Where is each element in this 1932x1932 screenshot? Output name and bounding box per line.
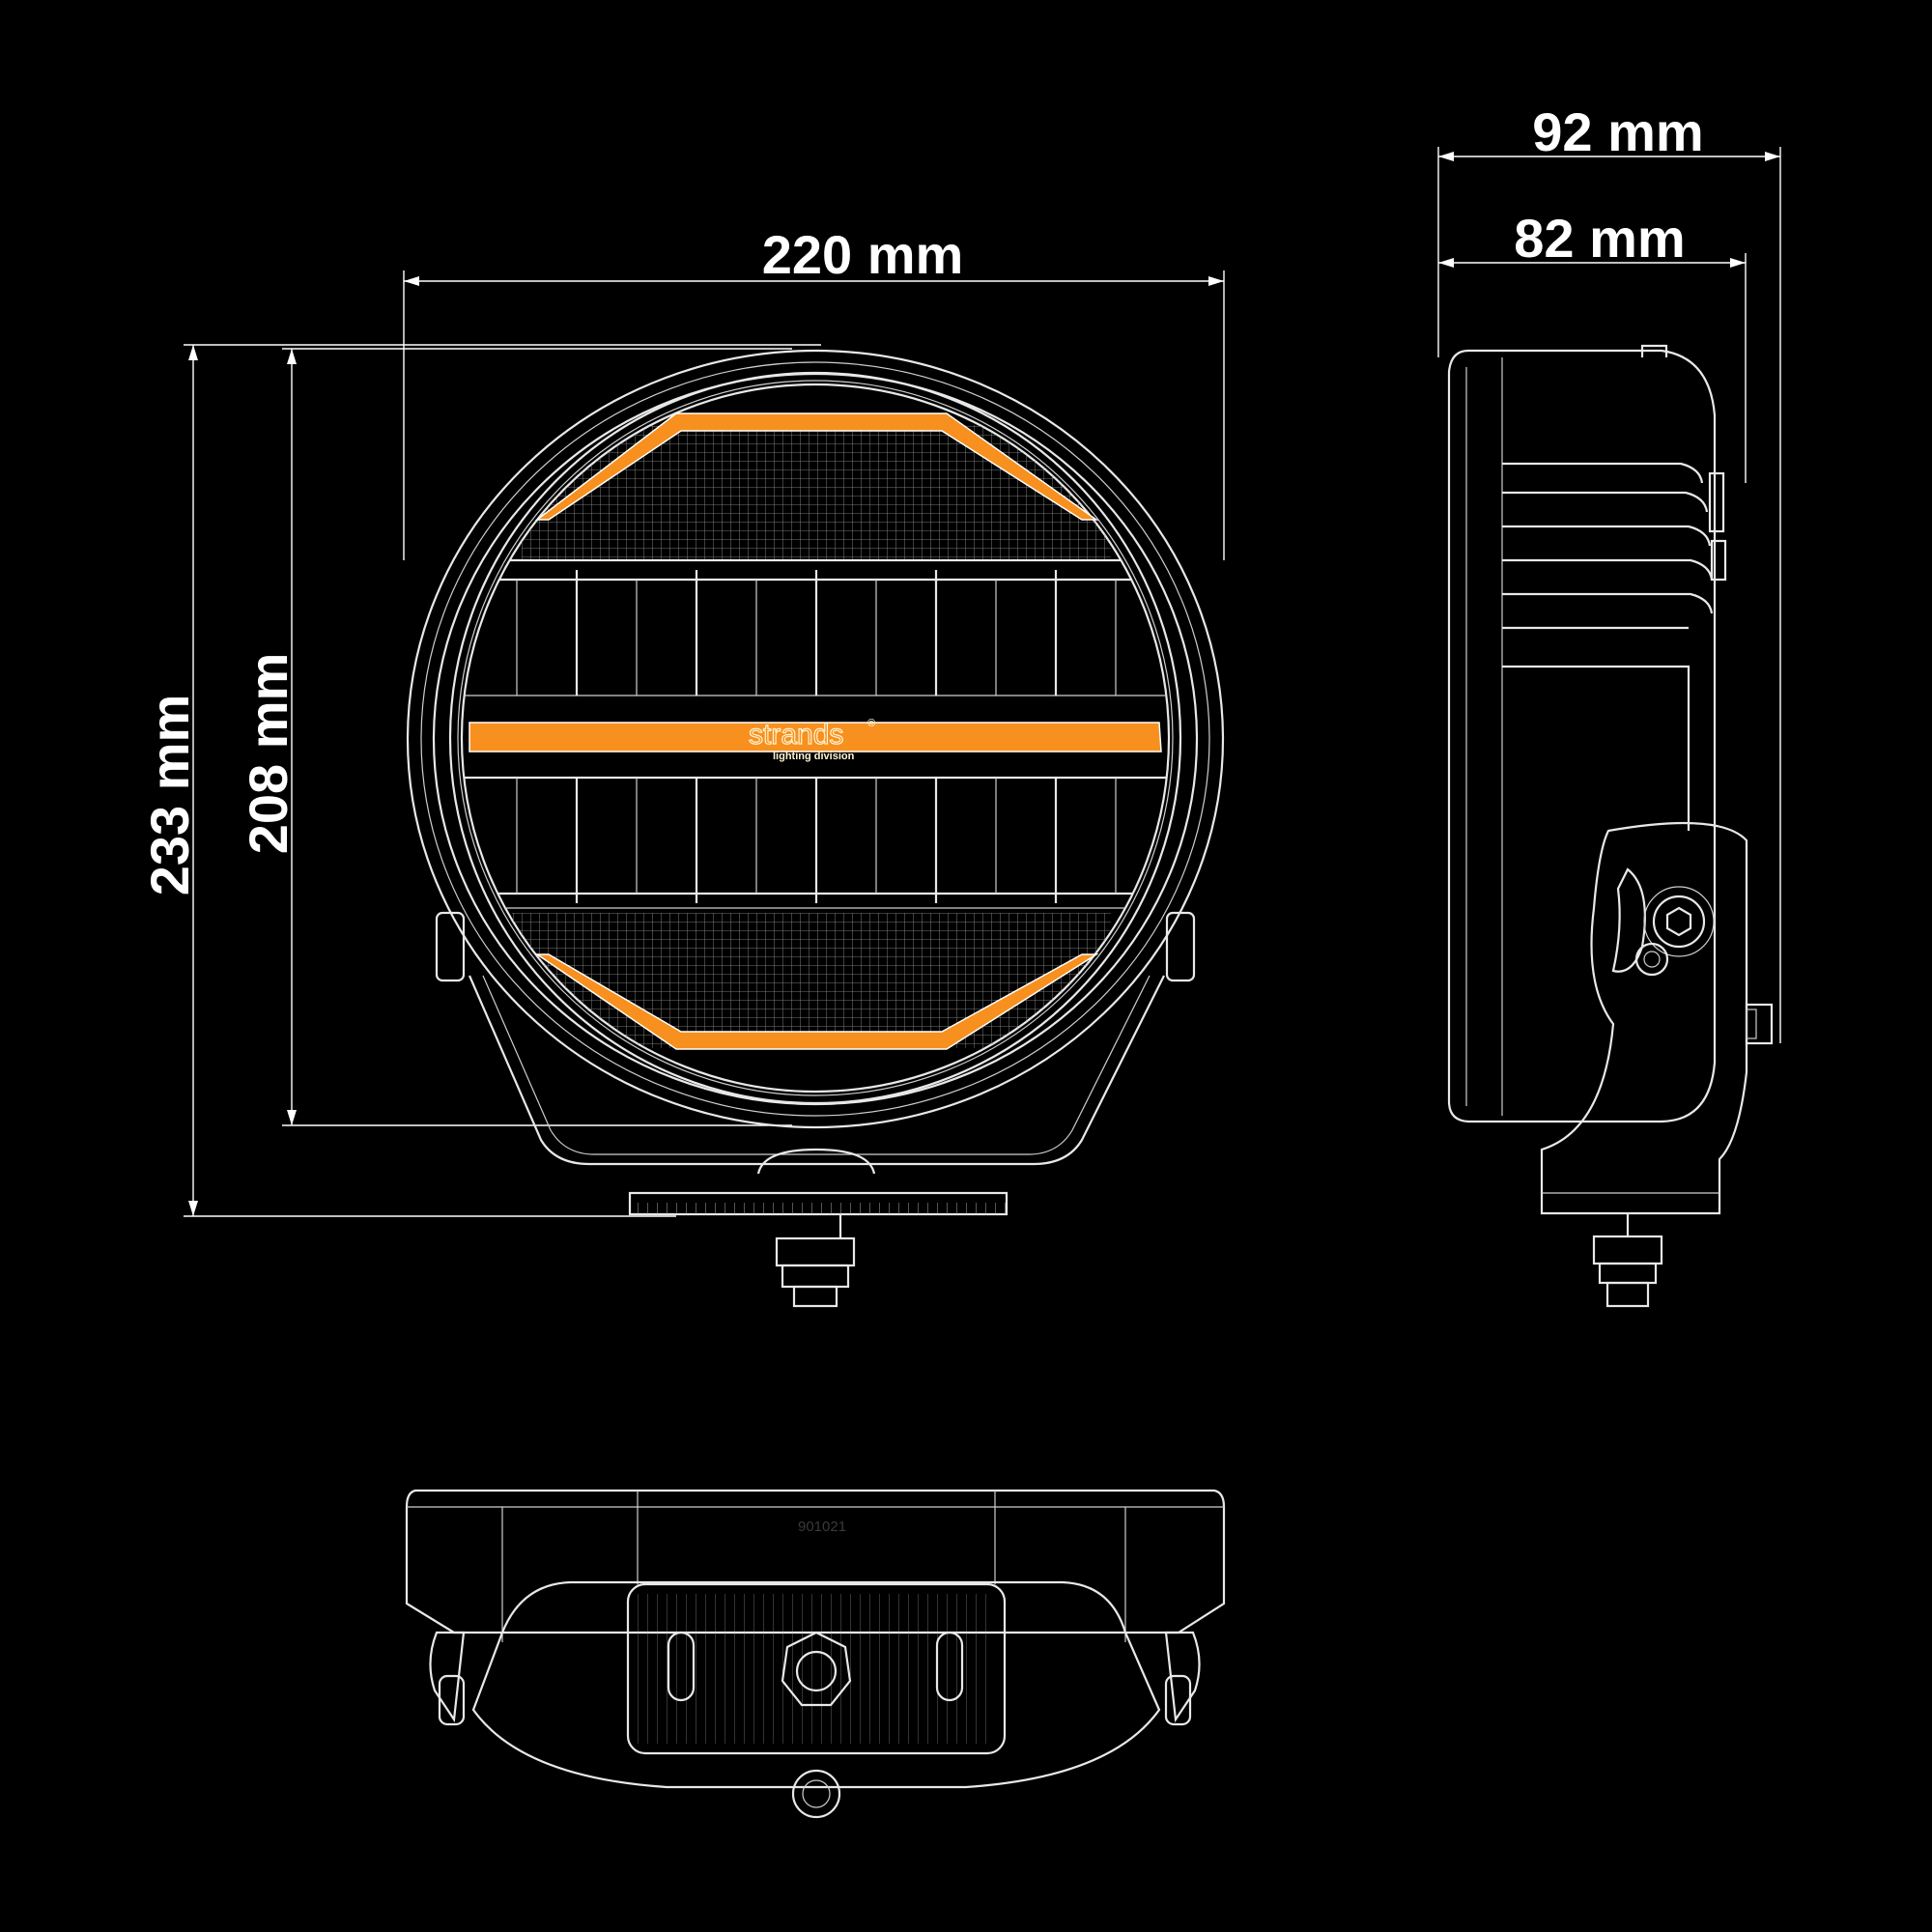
side-bracket bbox=[1540, 821, 1748, 1215]
top-drl-bar bbox=[534, 412, 1099, 521]
housing-body bbox=[1447, 349, 1717, 1123]
lower-led-grid bbox=[462, 776, 1169, 909]
strands-logo: strands ® lighting division bbox=[748, 718, 875, 762]
mounting-bolt bbox=[775, 1214, 856, 1308]
bottom-heatsink bbox=[626, 1582, 1007, 1755]
lens bbox=[460, 383, 1171, 1094]
dimension-233: 233 mm bbox=[139, 344, 821, 1217]
bottom-bolt bbox=[791, 1769, 841, 1819]
dimension-label-220: 220 mm bbox=[762, 224, 964, 285]
part-number: 901021 bbox=[798, 1519, 846, 1535]
side-view bbox=[1447, 344, 1774, 1308]
dimension-label-82: 82 mm bbox=[1514, 208, 1685, 269]
adjust-knob bbox=[1652, 895, 1706, 949]
side-mounting-bolt bbox=[1592, 1213, 1663, 1308]
svg-text:strands: strands bbox=[749, 719, 843, 751]
dimension-label-208: 208 mm bbox=[238, 653, 298, 855]
upper-led-grid bbox=[462, 558, 1169, 696]
bottom-view: 901021 bbox=[405, 1489, 1226, 1819]
front-view: strands ® lighting division bbox=[406, 349, 1225, 1308]
dimension-92: 92 mm bbox=[1437, 101, 1781, 1043]
cooling-fins bbox=[1502, 462, 1714, 831]
outer-bezel bbox=[406, 349, 1225, 1129]
cable-gland bbox=[781, 1631, 852, 1707]
dimension-label-92: 92 mm bbox=[1532, 101, 1703, 162]
dimension-208: 208 mm bbox=[238, 348, 792, 1126]
dimension-220: 220 mm bbox=[403, 224, 1225, 560]
bottom-drl-bar bbox=[534, 953, 1099, 1050]
center-drl-bar bbox=[469, 722, 1162, 753]
upper-reflector-mesh bbox=[522, 425, 1111, 560]
lower-reflector-mesh bbox=[512, 913, 1111, 1048]
svg-text:®: ® bbox=[867, 718, 875, 729]
mounting-bracket bbox=[468, 975, 1165, 1166]
dimension-label-233: 233 mm bbox=[139, 695, 200, 896]
svg-text:lighting division: lighting division bbox=[773, 751, 855, 762]
dimension-82: 82 mm bbox=[1438, 208, 1747, 483]
